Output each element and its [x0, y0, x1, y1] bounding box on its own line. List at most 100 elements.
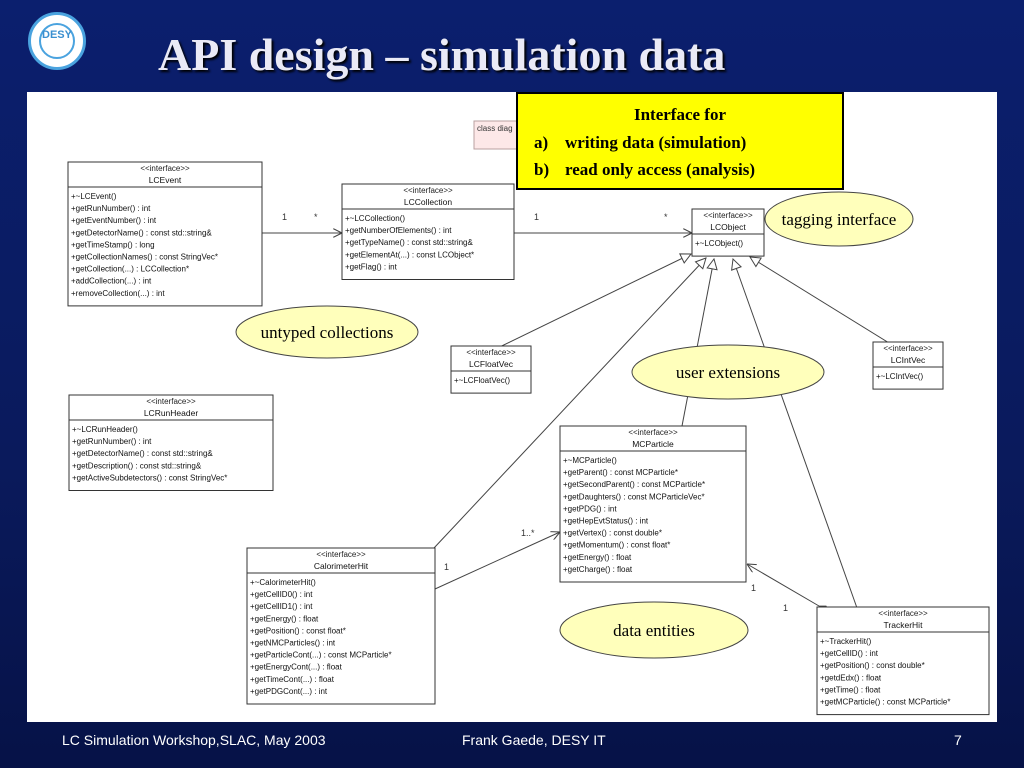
class-method: +getEnergy() : float — [250, 614, 319, 623]
class-stereotype: <<interface>> — [883, 344, 933, 353]
class-stereotype: <<interface>> — [466, 348, 516, 357]
callout-user-ext-text: user extensions — [676, 363, 780, 382]
class-method: +addCollection(...) : int — [71, 277, 152, 286]
note-item-b: read only access (analysis) — [565, 160, 755, 179]
class-method: +getCellID() : int — [820, 649, 879, 658]
class-method: +getPDGCont(...) : int — [250, 687, 328, 696]
class-method: +~TrackerHit() — [820, 637, 872, 646]
class-calorimeterhit: <<interface>> CalorimeterHit +~Calorimeter… — [246, 547, 436, 705]
mult-event-one: 1 — [282, 212, 287, 222]
class-diag-label: class diag — [477, 124, 513, 133]
class-method: +~LCFloatVec() — [454, 376, 510, 385]
class-method: +getVertex() : const double* — [563, 529, 662, 538]
assoc-calohit-mcparticle — [435, 532, 560, 589]
class-method: +getTime() : float — [820, 685, 881, 694]
class-method: +getCollection(...) : LCCollection* — [71, 265, 189, 274]
class-lcevent: <<interface>> LCEvent +~LCEvent() +getRunNu… — [67, 161, 263, 307]
note-marker-b: b) — [534, 160, 549, 179]
uml-diagram: class diag 1 * 1 * 1 1..* 1 1 <<interfac… — [67, 92, 990, 716]
class-method: +getMomentum() : const float* — [563, 541, 670, 550]
class-method: +getCellID0() : int — [250, 590, 313, 599]
class-method: +getEnergyCont(...) : float — [250, 663, 343, 672]
class-method: +getDetectorName() : const std::string& — [72, 449, 213, 458]
class-stereotype: <<interface>> — [703, 211, 753, 220]
callout-user-ext: user extensions — [631, 344, 825, 400]
class-stereotype: <<interface>> — [140, 164, 190, 173]
class-name: CalorimeterHit — [314, 561, 369, 571]
class-method: +getTimeStamp() : long — [71, 240, 155, 249]
class-boxes: <<interface>> LCEvent +~LCEvent() +getRunNu… — [67, 161, 990, 716]
note-heading: Interface for — [634, 105, 726, 124]
footer-center: Frank Gaede, DESY IT — [462, 732, 606, 748]
logo-text: DESY — [42, 29, 72, 41]
callout-tagging-text: tagging interface — [782, 210, 897, 229]
class-diag-tab — [473, 120, 525, 150]
mult-collection-many: * — [664, 212, 668, 222]
class-box — [872, 341, 944, 390]
class-name: MCParticle — [632, 439, 674, 449]
callout-untyped-text: untyped collections — [261, 323, 394, 342]
class-name: LCObject — [710, 222, 746, 232]
mult-collection-one: 1 — [534, 212, 539, 222]
class-stereotype: <<interface>> — [878, 609, 928, 618]
logo-ring — [39, 23, 75, 59]
class-method: +getSecondParent() : const MCParticle* — [563, 480, 705, 489]
class-method: +~LCObject() — [695, 239, 743, 248]
class-method: +getRunNumber() : int — [71, 204, 151, 213]
class-stereotype: <<interface>> — [146, 397, 196, 406]
class-method: +getdEdx() : float — [820, 673, 882, 682]
class-lccollection: <<interface>>LCCollection+~LCCollection(… — [341, 183, 515, 280]
class-box — [246, 547, 436, 705]
class-method: +getCharge() : float — [563, 565, 633, 574]
class-method: +getParent() : const MCParticle* — [563, 468, 678, 477]
class-method: +getDaughters() : const MCParticleVec* — [563, 492, 705, 501]
class-name: LCRunHeader — [144, 408, 199, 418]
mult-event-many: * — [314, 212, 318, 222]
callout-tagging: tagging interface — [764, 191, 914, 247]
class-method: +~LCIntVec() — [876, 372, 923, 381]
class-method: +getActiveSubdetectors() : const StringV… — [72, 473, 227, 482]
mult-tracker-one-b: 1 — [783, 603, 788, 613]
callout-data-entities-text: data entities — [613, 621, 695, 640]
mult-calo-many: 1..* — [521, 528, 535, 538]
class-method: +~LCRunHeader() — [72, 425, 138, 434]
assoc-trackerhit-mcparticle — [747, 564, 819, 606]
footer-left: LC Simulation Workshop,SLAC, May 2003 — [62, 732, 326, 748]
class-box — [68, 394, 274, 491]
class-trackerhit: <<interface>>TrackerHit+~TrackerHit()+ge… — [816, 606, 990, 716]
class-method: +getTypeName() : const std::string& — [345, 238, 473, 247]
class-name: LCCollection — [404, 197, 452, 207]
gen-intvec-object — [750, 257, 895, 347]
note-item-a: writing data (simulation) — [565, 133, 746, 152]
class-method: +getNumberOfElements() : int — [345, 226, 452, 235]
class-stereotype: <<interface>> — [316, 550, 366, 559]
gen-trackerhit-object — [733, 259, 858, 609]
class-method: +getRunNumber() : int — [72, 437, 152, 446]
class-name: LCEvent — [149, 175, 182, 185]
diagram-panel: class diag 1 * 1 * 1 1..* 1 1 <<interfac… — [27, 92, 997, 722]
desy-logo: DESY — [28, 12, 86, 70]
class-box — [691, 208, 765, 257]
association-lines — [262, 233, 895, 609]
class-method: +getPosition() : const float* — [250, 626, 346, 635]
class-lcintvec: <<interface>>LCIntVec+~LCIntVec() — [872, 341, 944, 390]
class-stereotype: <<interface>> — [403, 186, 453, 195]
slide-title: API design – simulation data — [158, 29, 726, 80]
callout-untyped: untyped collections — [235, 305, 419, 359]
class-method: +getMCParticle() : const MCParticle* — [820, 698, 950, 707]
class-method: +getElementAt(...) : const LCObject* — [345, 250, 474, 259]
gen-mcparticle-object — [681, 259, 714, 427]
class-stereotype: <<interface>> — [628, 428, 678, 437]
class-method: +getCollectionNames() : const StringVec* — [71, 253, 218, 262]
class-method: +getDescription() : const std::string& — [72, 461, 202, 470]
class-lcobject: <<interface>> LCObject +~LCObject() — [691, 208, 765, 257]
class-method: +getPDG() : int — [563, 504, 617, 513]
class-method: +~LCEvent() — [71, 192, 117, 201]
class-mcparticle: <<interface>>MCParticle+~MCParticle()+ge… — [559, 425, 747, 583]
class-method: +removeCollection(...) : int — [71, 289, 165, 298]
class-method: +getDetectorName() : const std::string& — [71, 228, 212, 237]
class-method: +getParticleCont(...) : const MCParticle… — [250, 651, 392, 660]
footer-page-number: 7 — [954, 732, 962, 748]
class-name: LCFloatVec — [469, 359, 514, 369]
class-method: +~CalorimeterHit() — [250, 578, 316, 587]
